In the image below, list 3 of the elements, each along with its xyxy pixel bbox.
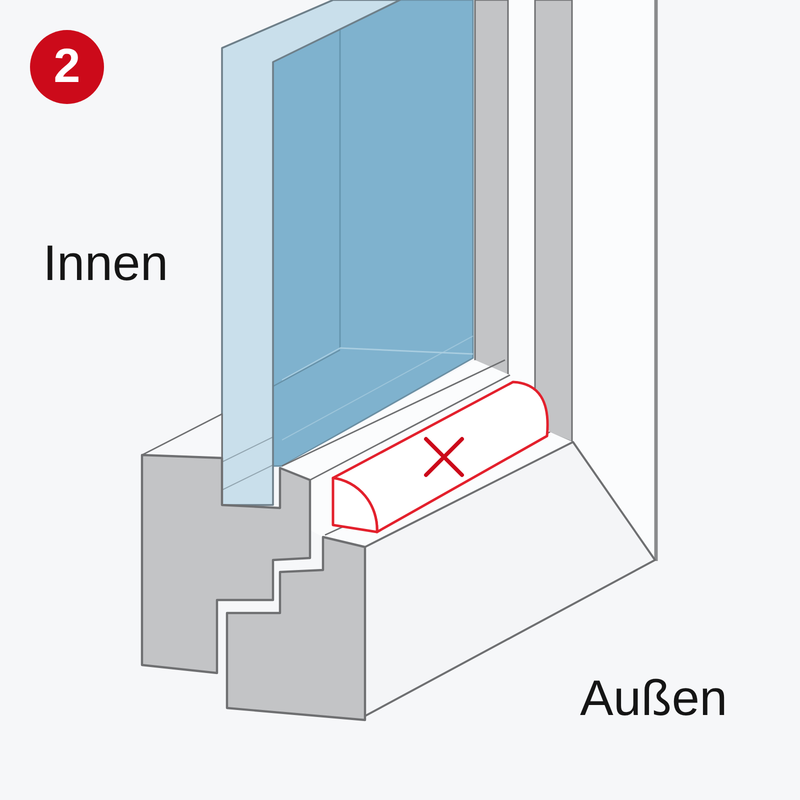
- step-number: 2: [54, 43, 80, 91]
- side-label: Außen: [580, 673, 728, 723]
- side-label: Innen: [43, 238, 168, 288]
